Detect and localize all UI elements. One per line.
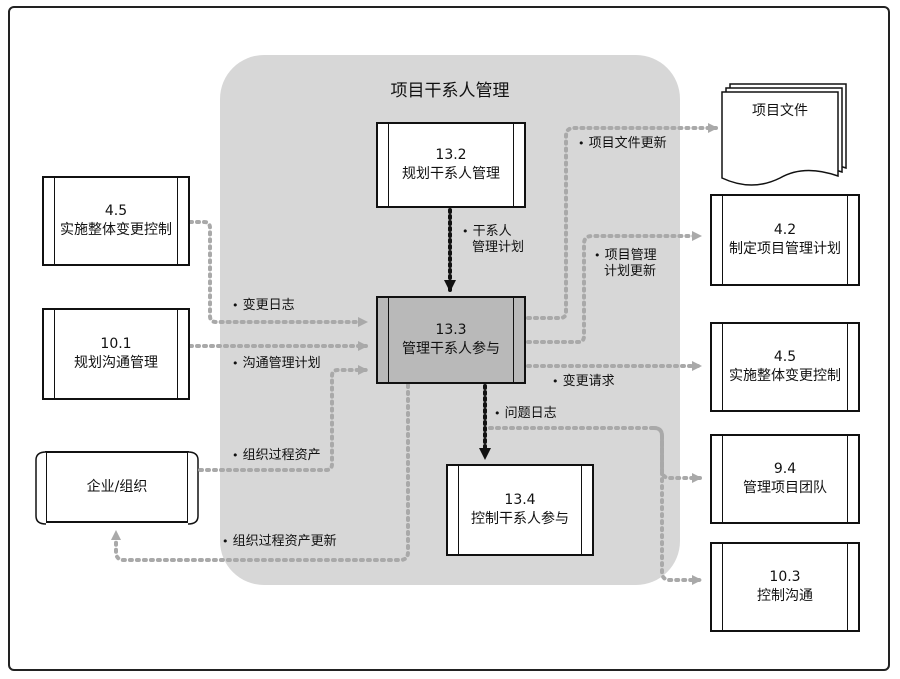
flow-label-doc-updates: • 项目文件更新 [578, 136, 667, 151]
flow-label-change-requests-text: 变更请求 [562, 374, 615, 389]
flow-label-opa: • 组织过程资产 [232, 448, 321, 463]
diagram-frame [8, 6, 890, 671]
flow-label-opa-updates: • 组织过程资产更新 [222, 534, 337, 549]
project-documents-icon [721, 83, 847, 186]
center-process-name: 管理干系人参与 [402, 341, 500, 357]
output-process-number: 4.2 [773, 222, 797, 238]
output-process-name: 管理项目团队 [743, 480, 827, 496]
flow-label-plan: • 干系人 管理计划 [462, 224, 525, 255]
flow-label-change-log: • 变更日志 [232, 298, 295, 313]
group-title: 项目干系人管理 [390, 81, 510, 101]
input-process-number: 10.1 [100, 336, 132, 352]
output-process-box: 10.3 控制沟通 [710, 542, 860, 632]
control-process-name: 控制干系人参与 [471, 511, 569, 527]
center-process-number: 13.3 [435, 322, 467, 338]
center-process-box: 13.3 管理干系人参与 [376, 296, 526, 384]
input-process-box: 10.1 规划沟通管理 [42, 308, 190, 400]
output-process-box: 4.2 制定项目管理计划 [710, 194, 860, 286]
arrow-issue-log-comm [652, 426, 702, 585]
flow-label-opa-updates-text: 组织过程资产更新 [232, 534, 337, 549]
input-process-box: 4.5 实施整体变更控制 [42, 176, 190, 266]
flow-label-opa-text: 组织过程资产 [242, 448, 321, 463]
enterprise-name: 企业/组织 [86, 478, 148, 495]
input-process-name: 实施整体变更控制 [60, 222, 172, 238]
flow-label-comm-plan-text: 沟通管理计划 [242, 356, 321, 371]
project-docs-title: 项目文件 [752, 103, 808, 119]
flow-label-pm-plan-updates: • 项目管理 计划更新 [594, 248, 657, 279]
output-process-box: 4.5 实施整体变更控制 [710, 322, 860, 412]
plan-process-box: 13.2 规划干系人管理 [376, 122, 526, 208]
output-process-number: 10.3 [769, 569, 801, 585]
flow-label-comm-plan: • 沟通管理计划 [232, 356, 321, 371]
flow-label-change-log-text: 变更日志 [242, 298, 295, 313]
flow-label-plan-line1: 干系人 [472, 224, 512, 239]
plan-process-number: 13.2 [435, 147, 467, 163]
flow-label-issue-log-text: 问题日志 [504, 406, 557, 421]
flow-label-change-requests: • 变更请求 [552, 374, 615, 389]
control-process-number: 13.4 [504, 492, 536, 508]
flow-label-doc-updates-text: 项目文件更新 [588, 136, 667, 151]
arrow-opa [198, 365, 368, 472]
output-process-name: 实施整体变更控制 [729, 368, 841, 384]
flow-label-issue-log: • 问题日志 [494, 406, 557, 421]
output-process-number: 9.4 [773, 461, 797, 477]
output-process-name: 控制沟通 [757, 588, 813, 604]
flow-label-plan-line2: 管理计划 [472, 240, 525, 255]
arrow-pm-plan-updates [526, 231, 702, 344]
flow-label-pm-plan-updates-line1: 项目管理 [604, 248, 657, 263]
control-process-box: 13.4 控制干系人参与 [446, 464, 594, 556]
arrow-opa-updates [111, 383, 410, 562]
output-process-box: 9.4 管理项目团队 [710, 434, 860, 524]
enterprise-label-box: 企业/组织 [50, 456, 184, 518]
output-process-number: 4.5 [773, 349, 797, 365]
input-process-number: 4.5 [104, 203, 128, 219]
arrow-doc-updates [526, 123, 718, 320]
input-process-name: 规划沟通管理 [74, 355, 158, 371]
output-process-name: 制定项目管理计划 [729, 241, 841, 257]
flow-label-pm-plan-updates-line2: 计划更新 [604, 264, 657, 279]
plan-process-name: 规划干系人管理 [402, 166, 500, 182]
arrow-change-log [188, 220, 368, 327]
enterprise-scroll-shape [35, 451, 199, 525]
